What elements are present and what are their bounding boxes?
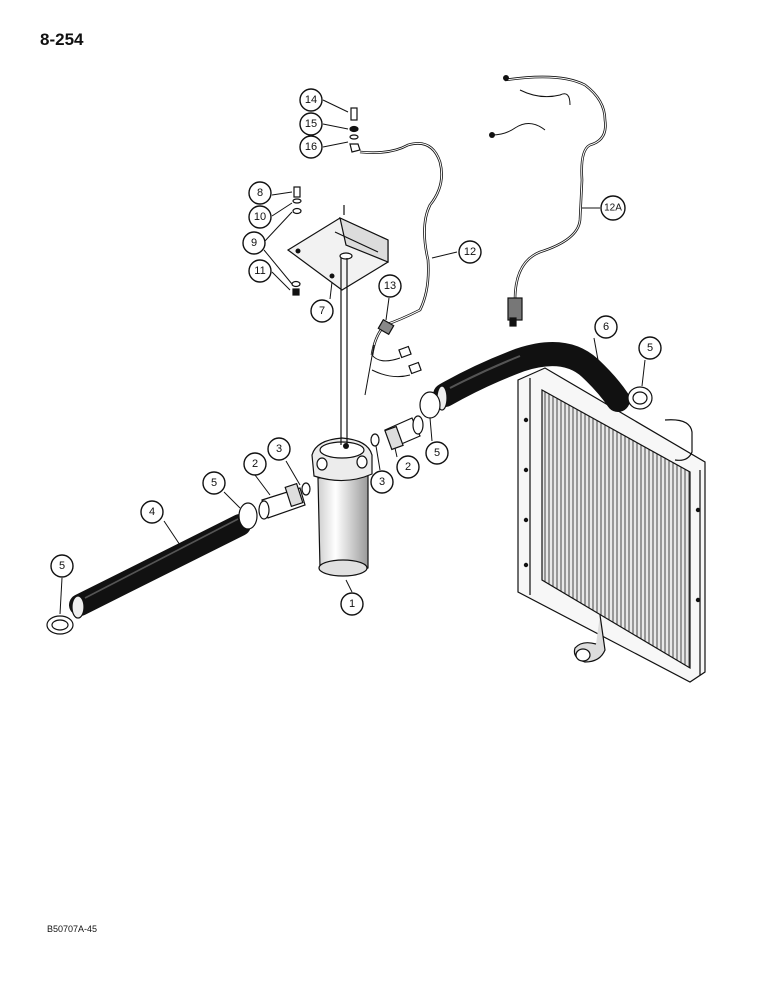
callout-6: 6 xyxy=(594,315,618,339)
callout-8: 8 xyxy=(248,181,272,205)
callout-5: 5 xyxy=(202,471,226,495)
oil-cooler xyxy=(517,367,706,683)
callout-12: 12 xyxy=(458,240,482,264)
callout-3: 3 xyxy=(370,470,394,494)
svg-text:15: 15 xyxy=(305,118,317,130)
svg-text:3: 3 xyxy=(276,443,282,455)
svg-text:6: 6 xyxy=(603,321,609,333)
callout-11: 11 xyxy=(248,259,272,283)
svg-text:2: 2 xyxy=(252,458,258,470)
svg-text:5: 5 xyxy=(59,560,65,572)
svg-text:8: 8 xyxy=(257,187,263,199)
callout-16: 16 xyxy=(299,135,323,159)
svg-text:4: 4 xyxy=(149,506,155,518)
callout-5: 5 xyxy=(638,336,662,360)
mounting-bracket xyxy=(286,216,389,445)
svg-text:16: 16 xyxy=(305,141,317,153)
callout-13: 13 xyxy=(378,274,402,298)
callout-5: 5 xyxy=(50,554,74,578)
oil-filter xyxy=(311,437,373,577)
page-number: 8-254 xyxy=(40,30,84,49)
callout-5: 5 xyxy=(425,441,449,465)
svg-text:1: 1 xyxy=(349,598,355,610)
callout-4: 4 xyxy=(140,500,164,524)
svg-text:5: 5 xyxy=(434,447,440,459)
fittings xyxy=(258,415,424,520)
hardware xyxy=(291,107,361,296)
svg-text:3: 3 xyxy=(379,476,385,488)
callout-10: 10 xyxy=(248,205,272,229)
svg-text:11: 11 xyxy=(254,265,265,277)
svg-text:2: 2 xyxy=(405,461,411,473)
svg-text:14: 14 xyxy=(305,94,317,106)
svg-text:9: 9 xyxy=(251,237,257,249)
svg-text:10: 10 xyxy=(254,211,266,223)
callout-2: 2 xyxy=(243,452,267,476)
callout-14: 14 xyxy=(299,88,323,112)
hose-lower xyxy=(69,514,251,619)
svg-text:13: 13 xyxy=(384,280,396,292)
callout-1: 1 xyxy=(340,592,364,616)
callout-12a: 12A xyxy=(600,195,626,221)
svg-text:7: 7 xyxy=(319,305,325,317)
callout-15: 15 xyxy=(299,112,323,136)
callout-7: 7 xyxy=(310,299,334,323)
svg-text:12: 12 xyxy=(464,246,476,258)
svg-text:12A: 12A xyxy=(604,203,622,214)
callout-3: 3 xyxy=(267,437,291,461)
leader-lines xyxy=(59,99,646,615)
wiring-harness xyxy=(359,75,607,396)
svg-text:5: 5 xyxy=(647,342,653,354)
callout-9: 9 xyxy=(242,231,266,255)
svg-text:5: 5 xyxy=(211,477,217,489)
callout-2: 2 xyxy=(396,455,420,479)
figure-code: B50707A-45 xyxy=(47,924,98,934)
